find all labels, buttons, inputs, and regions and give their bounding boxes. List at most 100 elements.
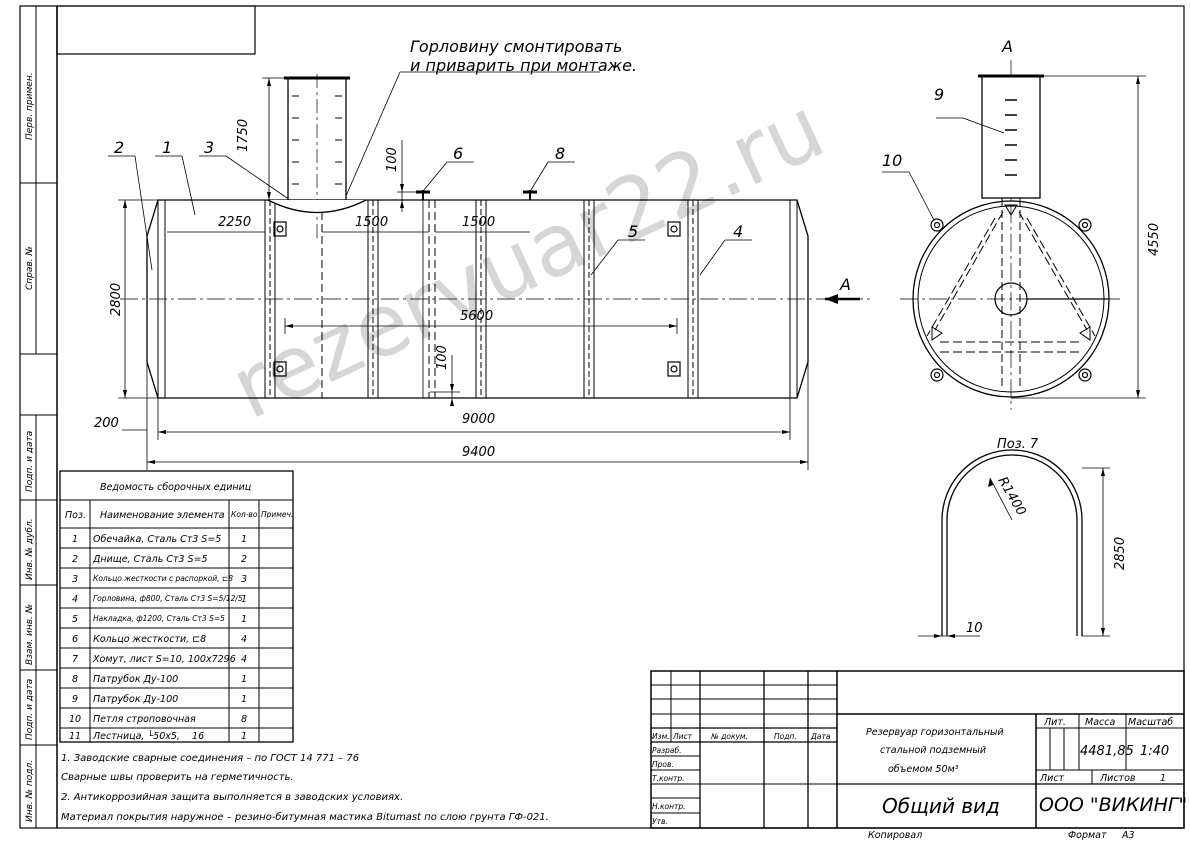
general-notes: 1. Заводские сварные соединения – по ГОС… [61, 753, 549, 823]
part-qty-6: 4 [241, 634, 247, 645]
note-manhole-line2: и приварить при монтаже. [410, 56, 637, 75]
part-qty-10: 8 [241, 714, 247, 725]
stamp-podp-data-1: Подп. и дата [25, 431, 35, 492]
part-name-6: Кольцо жесткости, ⊏8 [93, 634, 206, 645]
part-name-10: Петля строповочная [93, 714, 196, 725]
part-qty-1: 1 [241, 534, 247, 545]
tank-side-view [108, 71, 870, 470]
part-qty-9: 1 [241, 694, 247, 705]
note-2: 2. Антикоррозийная защита выполняется в … [61, 792, 403, 803]
parts-header-note: Примеч. [261, 510, 293, 519]
section-label-end: А [1001, 37, 1013, 56]
part-name-8: Патрубок Ду-100 [93, 674, 178, 685]
tb-hdr-list: Лист [672, 732, 693, 741]
tb-company: ООО "ВИКИНГ" [1039, 794, 1187, 816]
dim-1500-a: 1500 [355, 215, 388, 230]
tb-lit-label: Лит. [1043, 717, 1066, 728]
note-manhole-line1: Горловину смонтировать [410, 37, 622, 56]
part-qty-8: 1 [241, 674, 247, 685]
pos7-clamp [918, 449, 1110, 638]
dim-1750: 1750 [236, 119, 251, 152]
tb-role-nkontr: Н.контр. [652, 802, 686, 811]
tb-role-utv: Утв. [652, 817, 668, 826]
part-name-2: Днище, Сталь Ст3 S=5 [92, 554, 208, 565]
dim-5600: 5600 [460, 309, 493, 324]
tb-sheets-label: Листов [1099, 773, 1136, 784]
title-block [650, 670, 1185, 829]
tb-drawing-name: Общий вид [882, 794, 1000, 818]
dim-9000: 9000 [462, 412, 495, 427]
part-pos-6: 6 [72, 634, 78, 645]
stamp-vzam-inv: Взам. инв. № [25, 604, 35, 665]
part-pos-8: 8 [72, 674, 78, 685]
tb-scale: 1:40 [1140, 744, 1169, 759]
parts-header-qty: Кол-во [231, 510, 258, 519]
tb-format: А3 [1121, 830, 1135, 841]
tb-desc-3: объемом 50м³ [888, 764, 959, 775]
tb-role-tkontr: Т.контр. [652, 774, 685, 783]
note-1: 1. Заводские сварные соединения – по ГОС… [61, 753, 359, 764]
tb-hdr-doc: № докум. [710, 732, 748, 741]
dim-2800: 2800 [109, 283, 124, 316]
part-qty-2: 2 [241, 554, 247, 565]
callout-9: 8 [555, 144, 565, 163]
tb-mass: 4481,85 [1080, 744, 1134, 759]
tb-desc-1: Резервуар горизонтальный [866, 727, 1004, 738]
tb-role-razrab: Разраб. [652, 746, 681, 755]
tb-hdr-podp: Подп. [774, 732, 797, 741]
part-qty-4: 1 [241, 594, 247, 605]
part-qty-11: 1 [241, 731, 247, 742]
tb-scale-label: Масштаб [1128, 717, 1173, 728]
stamp-perv-primen: Перв. примен. [25, 72, 35, 140]
callout-6: 5 [628, 222, 638, 241]
part-pos-4: 4 [72, 594, 78, 605]
part-pos-7: 7 [72, 654, 78, 665]
pos7-title: Поз. 7 [997, 437, 1039, 452]
pos7-labels: Поз. 7 R1400 2850 10 [966, 437, 1128, 636]
dim-200: 200 [94, 416, 119, 431]
callout-4: 9 [934, 85, 944, 104]
tb-mass-label: Масса [1085, 717, 1115, 728]
side-stamps: Перв. примен. Справ. № Подп. и дата Инв.… [25, 72, 35, 822]
tb-sheets: 1 [1160, 773, 1166, 784]
part-pos-5: 5 [72, 614, 78, 625]
stamp-inv-dubl: Инв. № дубл. [25, 518, 35, 580]
part-name-4: Горловина, ф800, Сталь Ст3 S=5/12/5 [93, 594, 243, 603]
parts-table-text: Ведомость сборочных единиц Поз. Наименов… [65, 482, 293, 742]
title-block-text: Изм. Лист № докум. Подп. Дата Разраб. Пр… [652, 717, 1187, 841]
callout-3: 4 [733, 222, 743, 241]
callout-5: 3 [204, 138, 214, 157]
side-view-labels: Горловину смонтировать и приварить при м… [94, 37, 851, 460]
note-1b: Сварные швы проверить на герметичность. [61, 772, 294, 783]
dim-9400: 9400 [462, 445, 495, 460]
callout-2: 2 [114, 138, 124, 157]
part-pos-3: 3 [72, 574, 78, 585]
drawing-frame [19, 5, 1185, 829]
dim-2850: 2850 [1113, 537, 1128, 570]
part-qty-5: 1 [241, 614, 247, 625]
dim-1500-b: 1500 [462, 215, 495, 230]
callout-8: 6 [453, 144, 463, 163]
stamp-podp-data-2: Подп. и дата [25, 679, 35, 740]
part-qty-7: 4 [241, 654, 247, 665]
section-label-side: А [839, 275, 851, 294]
tb-desc-2: стальной подземный [880, 745, 986, 756]
stamp-inv-podl: Инв. № подл. [25, 760, 35, 822]
part-pos-10: 10 [69, 714, 81, 725]
parts-table-title: Ведомость сборочных единиц [100, 482, 251, 493]
part-name-5: Накладка, ф1200, Сталь Ст3 S=5 [93, 614, 225, 623]
callout-1: 1 [162, 138, 172, 157]
callout-10: 10 [882, 151, 902, 170]
part-name-9: Патрубок Ду-100 [93, 694, 178, 705]
part-pos-2: 2 [72, 554, 78, 565]
note-2b: Материал покрытия наружное – резино-биту… [61, 811, 549, 823]
tb-role-prov: Пров. [652, 760, 674, 769]
dim-2250: 2250 [218, 215, 251, 230]
parts-header-name: Наименование элемента [100, 510, 225, 521]
tb-copied: Копировал [868, 830, 922, 841]
end-view-labels: А 9 10 4550 [882, 37, 1162, 256]
stamp-sprav: Справ. № [25, 246, 35, 290]
part-name-1: Обечайка, Сталь Ст3 S=5 [93, 534, 221, 545]
part-pos-11: 11 [69, 731, 81, 742]
tb-hdr-izm: Изм. [652, 732, 670, 741]
